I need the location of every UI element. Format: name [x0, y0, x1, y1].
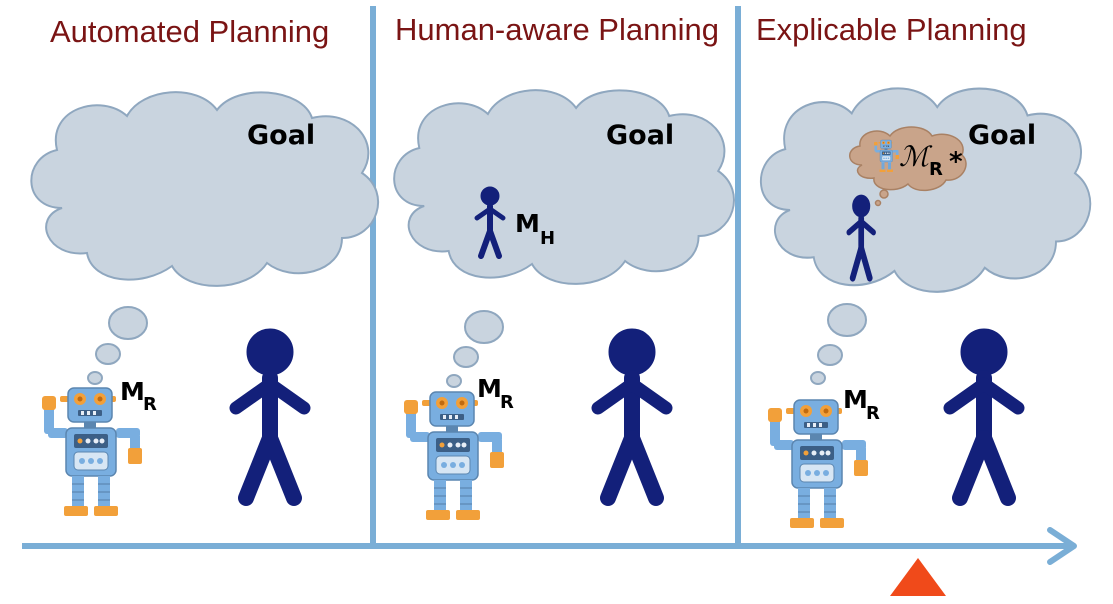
robot-model-subscript: R	[866, 403, 880, 424]
goal-label: Goal	[247, 120, 315, 151]
thought-bubble-icon	[87, 306, 148, 385]
robot-model-subscript: R	[143, 394, 157, 415]
panel-explicable-planning: Explicable Planning ℳ R * Goal M R	[756, 12, 1092, 529]
expected-model-label: ℳ	[899, 140, 933, 173]
human-model-label: M	[515, 209, 540, 238]
robot-model-subscript: R	[500, 392, 514, 413]
robot-icon	[41, 387, 143, 517]
robot-model-label: M	[477, 374, 502, 403]
triangle-marker-icon	[890, 558, 946, 596]
cloud-icon	[30, 91, 380, 287]
panel-title: Automated Planning	[50, 14, 329, 49]
human-model-subscript: H	[540, 228, 555, 249]
panel-title: Explicable Planning	[756, 12, 1027, 47]
panel-title: Human-aware Planning	[395, 12, 719, 47]
expected-model-subscript: R	[929, 159, 943, 180]
human-icon	[236, 329, 304, 498]
robot-model-label: M	[120, 377, 145, 406]
goal-label: Goal	[968, 120, 1036, 151]
robot-model-label: M	[843, 385, 868, 414]
cloud-icon	[393, 89, 735, 285]
robot-icon	[767, 399, 869, 529]
arrow-icon	[22, 527, 1077, 565]
thought-bubble-icon	[810, 303, 867, 385]
thought-bubble-icon	[446, 310, 504, 388]
panel-automated-planning: Automated Planning Goal M R	[30, 14, 380, 517]
expected-model-star: *	[949, 147, 963, 177]
goal-label: Goal	[606, 120, 674, 151]
human-icon	[598, 329, 666, 498]
human-icon	[950, 329, 1018, 498]
panel-human-aware-planning: Human-aware Planning Goal M H M R	[393, 12, 735, 521]
robot-icon	[403, 391, 505, 521]
